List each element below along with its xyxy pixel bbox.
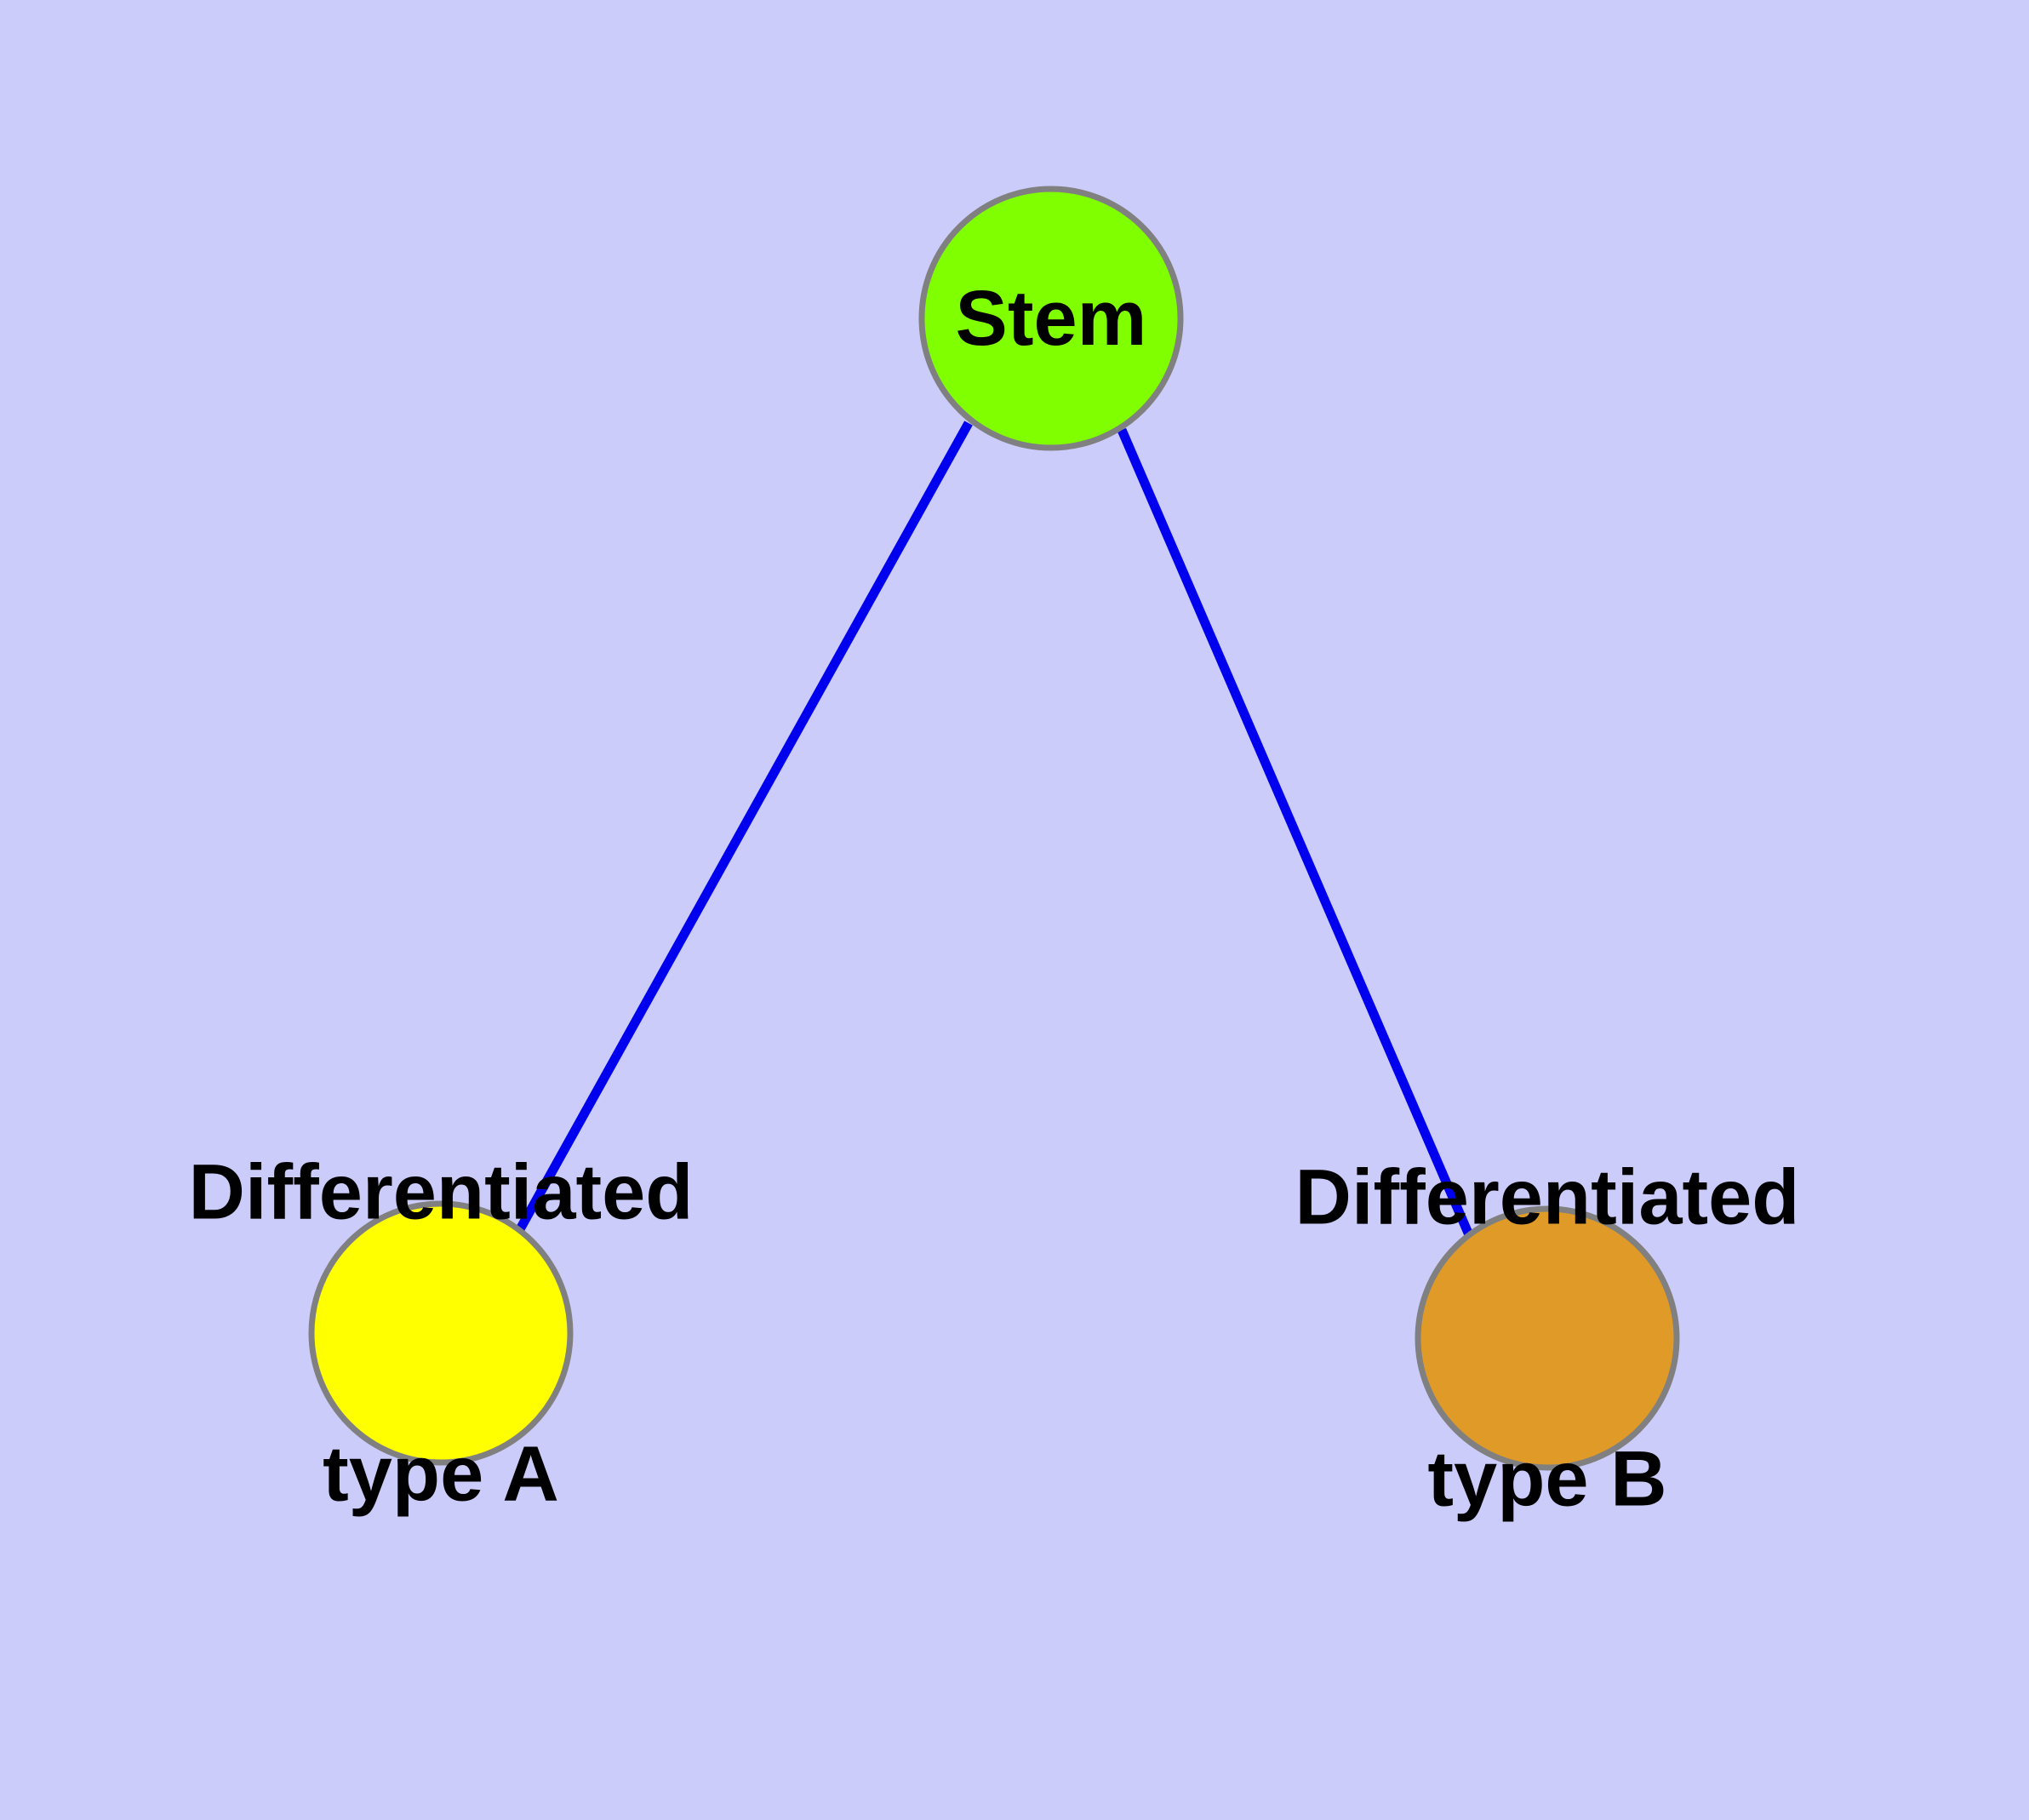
node-differentiated-type-a-circle[interactable]	[308, 1200, 574, 1466]
edge-stem-to-diff-b	[1117, 427, 1475, 1239]
node-stem-circle[interactable]	[918, 186, 1184, 451]
node-differentiated-type-b-circle[interactable]	[1415, 1205, 1680, 1471]
node-layer	[308, 186, 1680, 1471]
edge-layer	[516, 421, 1475, 1239]
edge-stem-to-diff-a	[516, 421, 973, 1232]
